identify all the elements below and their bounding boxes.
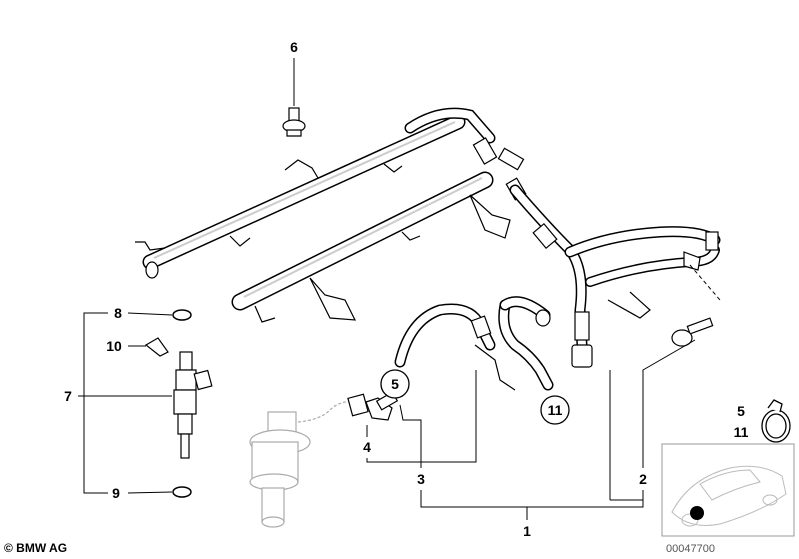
hose-clamp[interactable] [761,399,791,443]
fuel-rail-lower[interactable] [231,137,527,323]
callout-1: 1 [523,523,531,539]
callout-7: 7 [64,388,72,404]
copyright: © BMW AG [4,541,67,555]
pressure-regulator [249,401,356,528]
leader-lines [78,58,696,520]
o-ring-bottom[interactable] [172,486,192,498]
fuel-injector[interactable] [173,351,213,459]
fuel-rail-upper[interactable] [135,107,496,279]
callout-3: 3 [417,471,425,487]
fuel-hose-eleven[interactable] [498,296,554,391]
bolt-six[interactable] [282,107,306,137]
inset-label-5: 5 [737,403,745,419]
bolt-right[interactable] [671,317,714,347]
o-ring-top[interactable] [172,309,192,321]
fuel-hose-middle[interactable] [394,303,516,391]
callout-11: 11 [548,402,563,418]
car-locator-frame [661,443,795,537]
circle-callout-5 [380,369,410,399]
callout-5: 5 [391,376,399,392]
image-number: 00047700 [666,543,715,555]
callout-4: 4 [363,439,371,455]
car-locator-icon [671,465,787,527]
clip[interactable] [144,337,169,357]
location-marker [690,506,704,520]
callout-2: 2 [639,471,647,487]
circle-callout-11 [540,395,570,425]
callout-9: 9 [112,485,120,501]
callout-10: 10 [106,338,122,354]
fuel-line-long[interactable] [509,184,721,368]
callout-8: 8 [114,305,122,321]
inset-label-11: 11 [734,424,749,440]
callout-6: 6 [290,39,298,55]
